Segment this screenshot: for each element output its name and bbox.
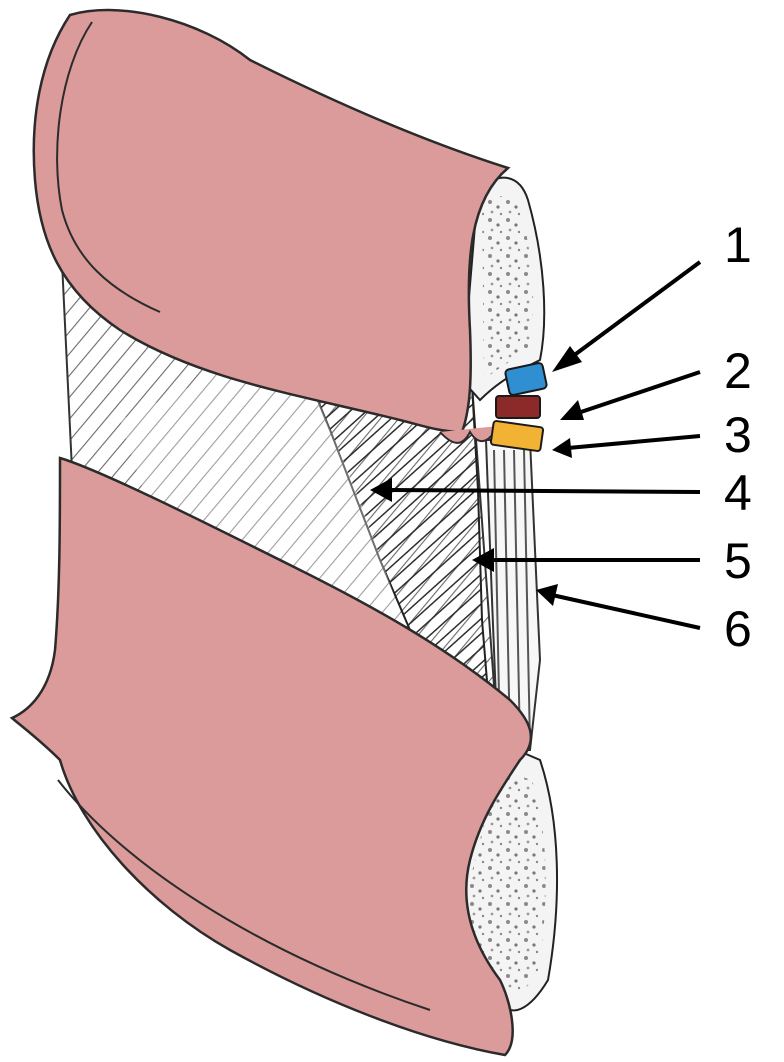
label-5: 5 (724, 533, 752, 589)
label-2: 2 (724, 343, 752, 399)
arrow-2 (560, 372, 700, 420)
label-1: 1 (724, 217, 752, 273)
arrow-6 (536, 584, 700, 628)
arrow-1 (552, 262, 700, 372)
labels: 1 2 3 4 5 6 (724, 217, 752, 657)
arrow-3 (552, 436, 700, 458)
label-6: 6 (724, 601, 752, 657)
marker-2-red-block (496, 396, 540, 418)
label-3: 3 (724, 407, 752, 463)
label-4: 4 (724, 465, 752, 521)
